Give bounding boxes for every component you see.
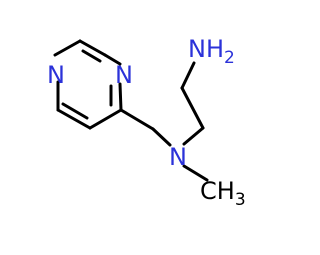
ring-bond-bottom-left (56, 108, 92, 130)
ring-bond-topright-n2 (103, 53, 122, 66)
ring-nitrogen-left-label: N (47, 61, 65, 89)
bond-ring-ch2 (119, 108, 155, 131)
side-chain (119, 61, 209, 182)
bond-ch2-ch2-up (180, 86, 205, 130)
molecule-structure-diagram: N N N NH2 CH3 (47, 35, 246, 210)
bond-n-ch2-up (182, 126, 205, 146)
ring-bond-bottom-left-inner (61, 102, 89, 120)
bond-n-methyl (182, 164, 209, 182)
molecule-svg: N N N NH2 CH3 (47, 35, 246, 210)
amine-nitrogen-label: N (169, 143, 187, 171)
ring-bond-n2-c (118, 82, 123, 112)
bond-ch2-n (151, 127, 172, 147)
methyl-group-main: CH (200, 177, 235, 205)
amino-group-subscript: 2 (224, 48, 235, 68)
ring-bond-top-topright-inner (81, 49, 102, 63)
ring-bond-top-topright (78, 39, 107, 57)
ring-bond-n1-top (53, 39, 82, 57)
bond-ch2-nh2 (180, 61, 196, 90)
ring-nitrogen-right-label: N (115, 61, 133, 89)
amino-group-main: NH (188, 35, 224, 63)
ring-bond-c-bottom (88, 108, 123, 130)
amino-group-label: NH2 (188, 35, 235, 68)
methyl-group-label: CH3 (200, 177, 246, 210)
pyrazine-ring (53, 39, 123, 130)
methyl-group-subscript: 3 (235, 190, 246, 210)
